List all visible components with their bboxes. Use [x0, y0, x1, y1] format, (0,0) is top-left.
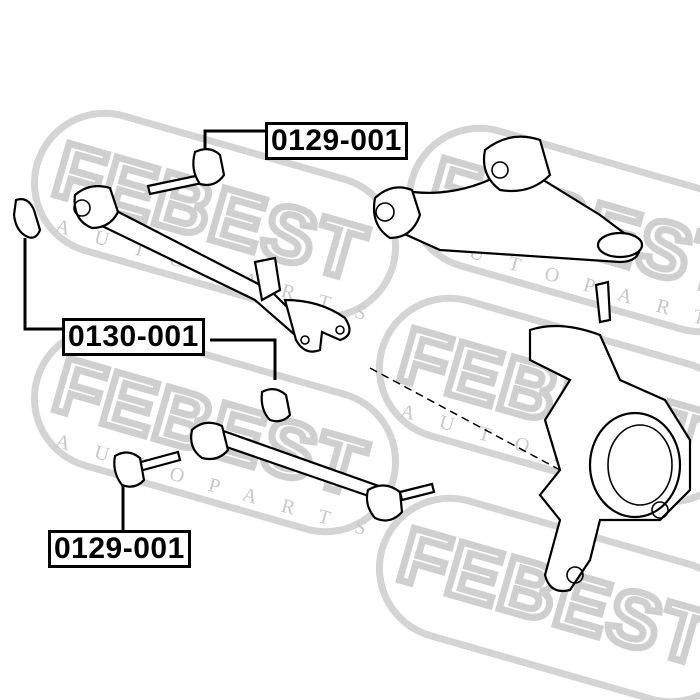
cam-bolt-bottom	[113, 450, 182, 488]
part-label-0129-001-top: 0129-001	[265, 122, 408, 160]
cam-bolt-top	[146, 148, 226, 196]
axis-dashed-line	[369, 367, 561, 471]
cam-washer	[260, 388, 292, 423]
svg-text:FEBEST: FEBEST	[390, 510, 700, 683]
steering-knuckle	[528, 324, 692, 593]
cam-washer	[12, 198, 42, 239]
lateral-link	[190, 421, 436, 522]
leader-line	[210, 338, 277, 380]
trailing-arm	[73, 185, 351, 353]
part-label-0129-001-bottom: 0129-001	[48, 530, 191, 568]
leader-line	[203, 129, 265, 152]
part-label-0130-001: 0130-001	[62, 318, 205, 356]
leader-line	[23, 238, 62, 331]
upper-control-arm	[372, 135, 644, 324]
